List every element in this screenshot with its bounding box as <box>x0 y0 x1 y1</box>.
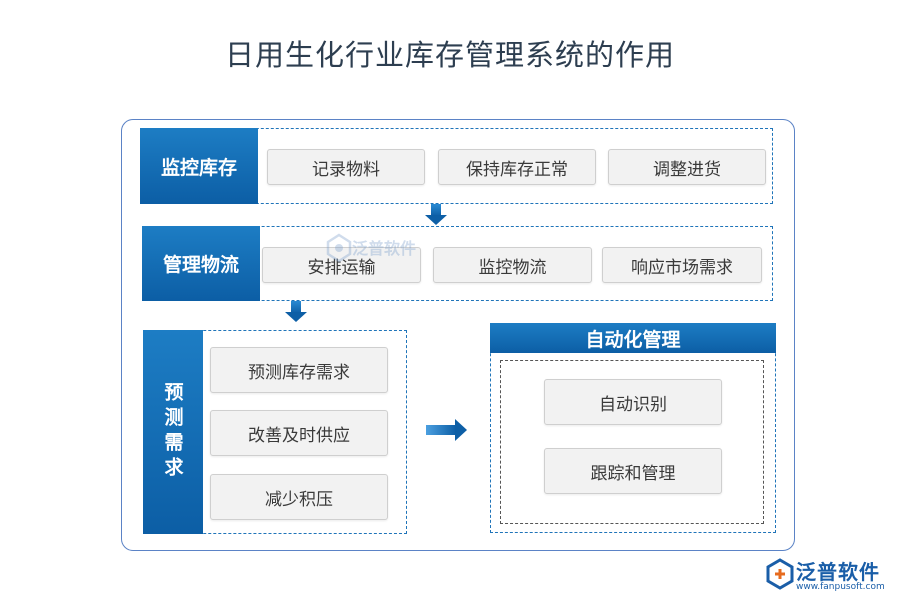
logo-brand-text: 泛普软件 <box>796 560 880 584</box>
diagram-frame <box>121 119 795 551</box>
automation-item-track: 跟踪和管理 <box>544 448 722 494</box>
monitor-item-record: 记录物料 <box>267 149 425 185</box>
page-title: 日用生化行业库存管理系统的作用 <box>224 38 675 72</box>
forecast-item-reduce: 减少积压 <box>210 474 388 520</box>
forecast-item-predict: 预测库存需求 <box>210 347 388 393</box>
monitor-item-keep-normal: 保持库存正常 <box>438 149 596 185</box>
brand-logo: 泛普软件 www.fanpusoft.com <box>766 556 896 598</box>
logistics-item-transport: 安排运输 <box>262 247 421 283</box>
automation-item-identify: 自动识别 <box>544 379 722 425</box>
logistics-item-market: 响应市场需求 <box>602 247 762 283</box>
logo-icon <box>766 558 794 590</box>
forecast-label: 预测需求 <box>143 330 203 534</box>
forecast-item-improve: 改善及时供应 <box>210 410 388 456</box>
automation-label: 自动化管理 <box>490 323 776 353</box>
monitor-item-adjust: 调整进货 <box>608 149 766 185</box>
automation-inner-border <box>500 360 764 524</box>
logo-url: www.fanpusoft.com <box>796 582 885 592</box>
logistics-label: 管理物流 <box>142 226 260 301</box>
monitor-label: 监控库存 <box>140 128 258 204</box>
logistics-item-monitor: 监控物流 <box>433 247 592 283</box>
